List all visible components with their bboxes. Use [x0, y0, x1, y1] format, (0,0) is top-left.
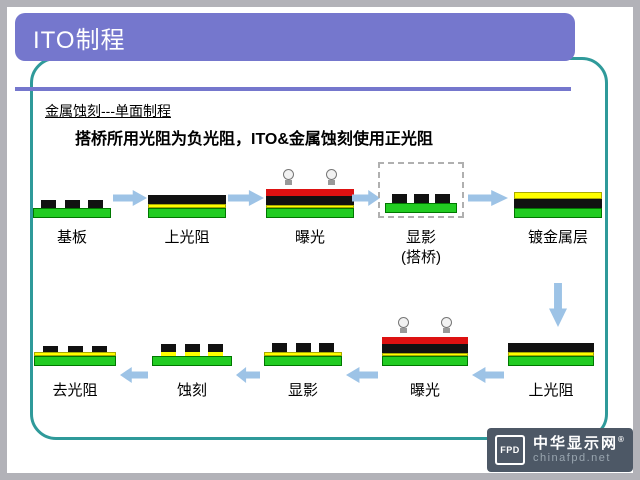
- material-layer: [264, 343, 342, 352]
- material-layer: [508, 343, 594, 352]
- watermark-site-name: 中华显示网®: [533, 435, 624, 452]
- stage-expose: 曝光: [266, 162, 354, 248]
- material-layer: [152, 352, 232, 356]
- light-bulb-icon: [398, 317, 410, 334]
- stage-label-plate-metal: 镀金属层: [527, 229, 588, 246]
- watermark-site-url: chinafpd.net: [533, 452, 611, 465]
- material-layer: [266, 189, 354, 196]
- material-layer: [264, 352, 342, 356]
- material-layer: [148, 204, 226, 208]
- stage-label-expose: 曝光: [294, 229, 325, 246]
- registered-mark: ®: [618, 435, 624, 445]
- develop-label: 显影: [405, 229, 436, 246]
- layer-stack: [152, 344, 232, 366]
- fpd-logo-icon: FPD: [495, 435, 525, 465]
- material-layer: [382, 337, 468, 344]
- light-bulb-icon: [282, 169, 294, 186]
- material-layer: [266, 205, 354, 208]
- stage-label-apply-resist-2: 上光阻: [528, 382, 574, 399]
- material-layer: [382, 356, 468, 366]
- etch-diagram: [152, 318, 232, 366]
- stage-label-strip-resist: 去光阻: [52, 382, 98, 399]
- uv-lamp-icons: [282, 169, 338, 186]
- material-layer: [514, 208, 602, 218]
- material-layer: [33, 208, 111, 218]
- process-note: 搭桥所用光阻为负光阻，ITO&金属蚀刻使用正光阻: [75, 131, 433, 148]
- bridge-sublabel: (搭桥): [401, 248, 441, 266]
- material-layer: [508, 352, 594, 356]
- layer-stack: [148, 195, 226, 218]
- develop-bridge-diagram: [378, 162, 464, 218]
- material-layer: [148, 208, 226, 218]
- substrate-diagram: [33, 162, 111, 218]
- material-layer: [382, 353, 468, 356]
- stage-plate-metal: 镀金属层: [514, 162, 602, 248]
- uv-lamp-icons: [398, 317, 452, 334]
- layer-stack: [266, 189, 354, 218]
- stage-expose-2: 曝光: [382, 317, 468, 401]
- material-layer: [514, 199, 602, 208]
- material-layer: [514, 192, 602, 199]
- stage-label-develop: 显影: [287, 382, 318, 399]
- process-heading: 金属蚀刻---单面制程: [45, 103, 171, 119]
- layer-stack: [508, 343, 594, 366]
- material-layer: [385, 203, 457, 213]
- plate-metal-diagram: [514, 162, 602, 218]
- layer-stack: [34, 346, 116, 366]
- material-layer: [34, 356, 116, 366]
- material-layer: [152, 356, 232, 366]
- stage-substrate: 基板: [33, 162, 111, 248]
- site-watermark: FPD 中华显示网® chinafpd.net: [487, 428, 633, 472]
- expose-2-diagram: [382, 317, 468, 366]
- stage-label-develop-bridge: 显影 (搭桥): [401, 228, 441, 267]
- stage-label-expose-2: 曝光: [409, 382, 440, 399]
- stage-etch: 蚀刻: [152, 318, 232, 401]
- material-layer: [385, 194, 457, 203]
- layer-stack: [382, 337, 468, 366]
- stage-apply-resist: 上光阻: [148, 162, 226, 248]
- material-layer: [266, 208, 354, 218]
- slide-title-bar: ITO制程: [15, 13, 575, 61]
- light-bulb-icon: [326, 169, 338, 186]
- material-layer: [382, 344, 468, 353]
- stage-label-substrate: 基板: [56, 229, 87, 246]
- expose-diagram: [266, 162, 354, 218]
- material-layer: [508, 356, 594, 366]
- page-title: ITO制程: [33, 26, 126, 54]
- layer-stack: [264, 343, 342, 366]
- stage-label-apply-resist: 上光阻: [164, 229, 210, 246]
- material-layer: [264, 356, 342, 366]
- material-layer: [152, 344, 232, 352]
- material-layer: [34, 352, 116, 356]
- material-layer: [148, 195, 226, 204]
- stage-develop-bridge: 显影 (搭桥): [378, 162, 464, 267]
- stage-strip-resist: 去光阻: [34, 318, 116, 401]
- develop-diagram: [264, 318, 342, 366]
- material-layer: [34, 346, 116, 352]
- layer-stack: [385, 194, 457, 213]
- layer-stack: [33, 200, 111, 218]
- title-underline: [15, 87, 571, 91]
- strip-resist-diagram: [34, 318, 116, 366]
- material-layer: [33, 200, 111, 208]
- watermark-text: 中华显示网® chinafpd.net: [533, 435, 624, 465]
- layer-stack: [514, 192, 602, 218]
- light-bulb-icon: [440, 317, 452, 334]
- apply-resist-2-diagram: [508, 318, 594, 366]
- apply-resist-diagram: [148, 162, 226, 218]
- stage-apply-resist-2: 上光阻: [508, 318, 594, 401]
- material-layer: [266, 196, 354, 205]
- stage-label-etch: 蚀刻: [176, 382, 207, 399]
- site-name-text: 中华显示网: [533, 435, 619, 453]
- stage-develop: 显影: [264, 318, 342, 401]
- slide-background: ITO制程 金属蚀刻---单面制程 搭桥所用光阻为负光阻，ITO&金属蚀刻使用正…: [7, 7, 633, 473]
